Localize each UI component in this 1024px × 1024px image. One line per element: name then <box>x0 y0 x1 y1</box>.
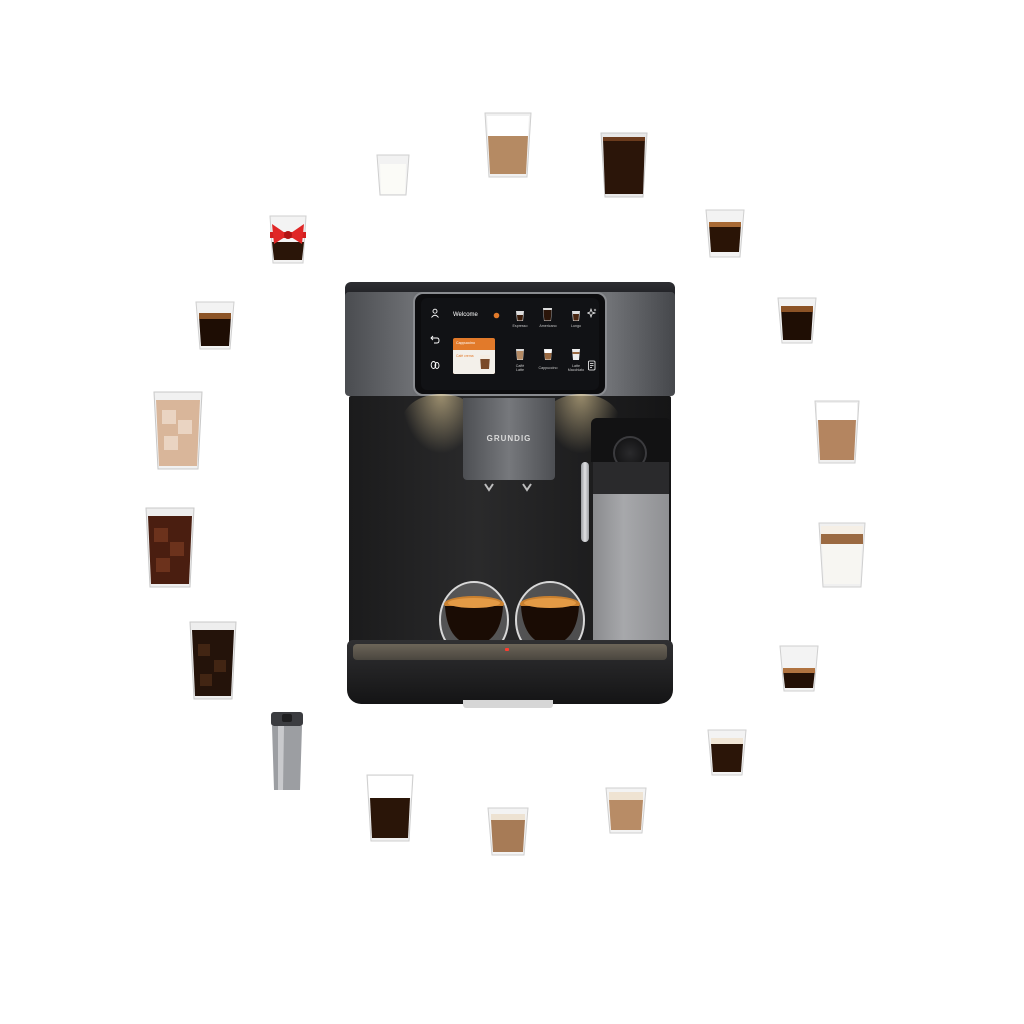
iced-americano-glass-icon <box>145 507 195 588</box>
user-icon[interactable] <box>430 308 440 318</box>
touch-display[interactable]: Welcome Cappuccino Café crema <box>421 298 599 390</box>
espresso-glass-icon <box>777 297 817 344</box>
settings-dot-icon[interactable] <box>493 312 500 319</box>
lungo-glass-icon[interactable] <box>571 310 581 322</box>
latte-macchiato-glass-icon <box>818 522 866 588</box>
milk-jar[interactable] <box>593 494 669 660</box>
espresso-machine: Welcome Cappuccino Café crema <box>345 276 675 708</box>
espresso-glass-icon <box>195 301 235 350</box>
double-wall-espresso-cup-icon <box>515 581 585 659</box>
spout-nozzles <box>484 483 532 492</box>
drink-label-cappuccino: Cappuccino <box>538 366 558 370</box>
espresso-glass-icon <box>779 645 819 692</box>
cortado-glass-icon <box>487 807 529 856</box>
flat-white-glass-icon <box>605 787 647 834</box>
drink-label-americano: Americano <box>539 324 557 328</box>
featured-drink-card[interactable]: Cappuccino Café crema <box>453 338 495 374</box>
flat-white-glass-icon <box>814 400 860 464</box>
featured-drink-label: Cappuccino <box>456 341 475 345</box>
drink-label-latte-macchiato: Latte Macchiato <box>567 364 585 373</box>
espresso-glass-icon[interactable] <box>515 310 525 322</box>
beans-icon[interactable] <box>430 360 440 370</box>
sparkle-icon[interactable] <box>587 308 597 318</box>
control-panel: Welcome Cappuccino Café crema <box>345 292 675 396</box>
coffee-cup-icon <box>480 355 490 369</box>
drink-label-caffe-latte: Caffè Latte <box>515 364 525 373</box>
brand-logo: GRUNDIG <box>486 434 532 443</box>
screen-greeting: Welcome <box>453 312 478 318</box>
cappuccino-glass-icon <box>484 112 532 178</box>
milk-spout <box>581 462 589 542</box>
espresso-glass-icon <box>705 209 745 258</box>
back-icon[interactable] <box>430 334 440 344</box>
travel-mug-icon <box>271 712 303 790</box>
recipe-list-icon[interactable] <box>587 360 597 371</box>
iced-latte-glass-icon <box>153 391 203 470</box>
latte-macchiato-glass-icon[interactable] <box>571 348 581 361</box>
featured-drink-sub: Café crema <box>456 354 474 358</box>
drink-label-lungo: Lungo <box>571 324 581 328</box>
status-led <box>505 648 509 651</box>
drip-tray-grate <box>353 644 667 660</box>
cappuccino-glass-icon <box>366 774 414 842</box>
americano-glass-icon[interactable] <box>542 307 553 322</box>
cortado-glass-icon <box>707 729 747 776</box>
coffee-spout: GRUNDIG <box>463 398 555 480</box>
milk-jar-lid <box>593 462 669 496</box>
milk-glass-icon <box>376 154 410 196</box>
gift-bow-glass-icon <box>269 215 307 264</box>
double-wall-espresso-cup-icon <box>439 581 509 659</box>
drink-label-espresso: Espresso <box>512 324 528 328</box>
drip-tray-handle[interactable] <box>463 700 553 708</box>
iced-coffee-glass-icon <box>189 621 237 700</box>
americano-glass-icon <box>600 132 648 198</box>
caffe-latte-glass-icon[interactable] <box>515 348 525 361</box>
cappuccino-glass-icon[interactable] <box>543 348 553 361</box>
touch-display-bezel: Welcome Cappuccino Café crema <box>413 292 607 396</box>
